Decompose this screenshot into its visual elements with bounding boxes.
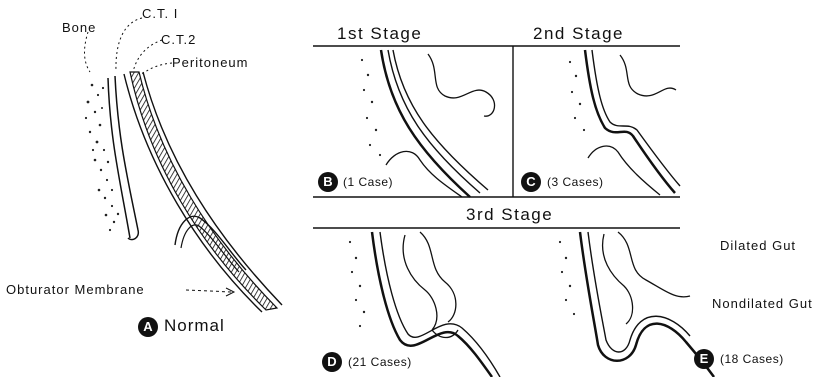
panel-c-cases: (3 Cases): [547, 175, 604, 189]
panel-d-badge: D: [322, 352, 342, 372]
ct2-label: C.T.2: [161, 32, 196, 47]
obturator-membrane-label: Obturator Membrane: [6, 282, 145, 297]
stage-3-title: 3rd Stage: [466, 205, 553, 225]
normal-caption: Normal: [164, 316, 225, 336]
panel-c-badge: C: [521, 172, 541, 192]
dilated-gut-label: Dilated Gut: [720, 238, 796, 253]
nondilated-gut-label: Nondilated Gut: [712, 296, 813, 311]
panel-a-badge: A: [138, 317, 158, 337]
peritoneum-label: Peritoneum: [172, 55, 248, 70]
stage-2-title: 2nd Stage: [533, 24, 624, 44]
panel-b-badge: B: [318, 172, 338, 192]
panel-e-drawing: [559, 232, 714, 377]
bone-label: Bone: [62, 20, 96, 35]
panel-e-cases: (18 Cases): [720, 352, 784, 366]
stage-1-title: 1st Stage: [337, 24, 422, 44]
panel-e-badge: E: [694, 349, 714, 369]
panel-c-drawing: [569, 50, 680, 195]
ct1-label: C.T. I: [142, 6, 178, 21]
panel-d-cases: (21 Cases): [348, 355, 412, 369]
stage-frames: [313, 46, 680, 228]
bone-stipple: [85, 84, 119, 231]
panel-b-cases: (1 Case): [343, 175, 393, 189]
